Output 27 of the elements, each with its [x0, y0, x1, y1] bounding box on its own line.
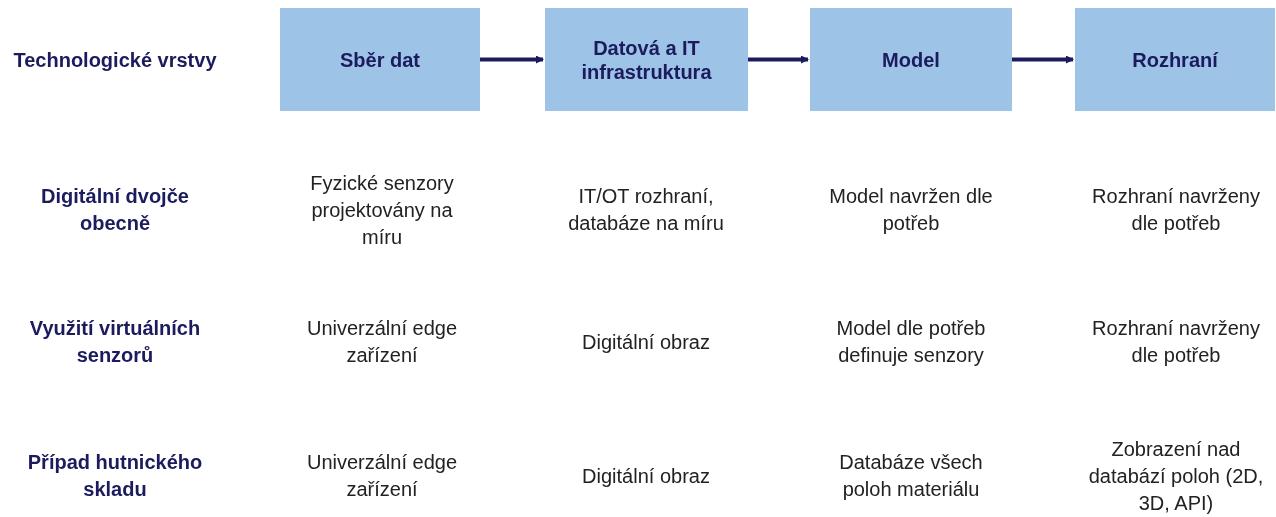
- table-cell-text: Model dle potřeb definuje senzory: [835, 316, 987, 368]
- arrow: [480, 55, 544, 64]
- process-box: [1075, 8, 1275, 111]
- table-cell-text: Univerzální edge zařízení: [305, 450, 459, 502]
- box-label: Rozhraní: [1131, 47, 1220, 72]
- box-label: Datová a IT infrastruktura: [580, 35, 713, 84]
- table-cell-text: IT/OT rozhraní, databáze na míru: [567, 184, 725, 236]
- table-cell-text: Zobrazení nad databází poloh (2D, 3D, API): [1087, 436, 1265, 516]
- table-cell-text: Fyzické senzory projektovány na míru: [309, 170, 455, 250]
- process-box: [545, 8, 748, 111]
- arrow: [748, 55, 809, 64]
- table-cell-text: Rozhraní navrženy dle potřeb: [1091, 316, 1261, 368]
- box-label: Sběr dat: [339, 47, 421, 72]
- row-header: Technologické vrstvy: [12, 47, 218, 73]
- table-cell-text: Model navržen dle potřeb: [828, 184, 994, 236]
- box-label: Model: [881, 47, 941, 72]
- table-cell-text: Rozhraní navrženy dle potřeb: [1091, 184, 1261, 236]
- table-cell-text: Databáze všech poloh materiálu: [838, 450, 984, 502]
- row-header: Digitální dvojče obecně: [40, 184, 190, 236]
- process-box: [810, 8, 1012, 111]
- table-cell-text: Digitální obraz: [581, 463, 711, 489]
- arrow: [1012, 55, 1074, 64]
- row-header: Využití virtuálních senzorů: [28, 316, 202, 368]
- table-cell-text: Univerzální edge zařízení: [305, 316, 459, 368]
- table-cell-text: Digitální obraz: [581, 329, 711, 355]
- process-box: [280, 8, 480, 111]
- row-header: Případ hutnického skladu: [26, 450, 204, 502]
